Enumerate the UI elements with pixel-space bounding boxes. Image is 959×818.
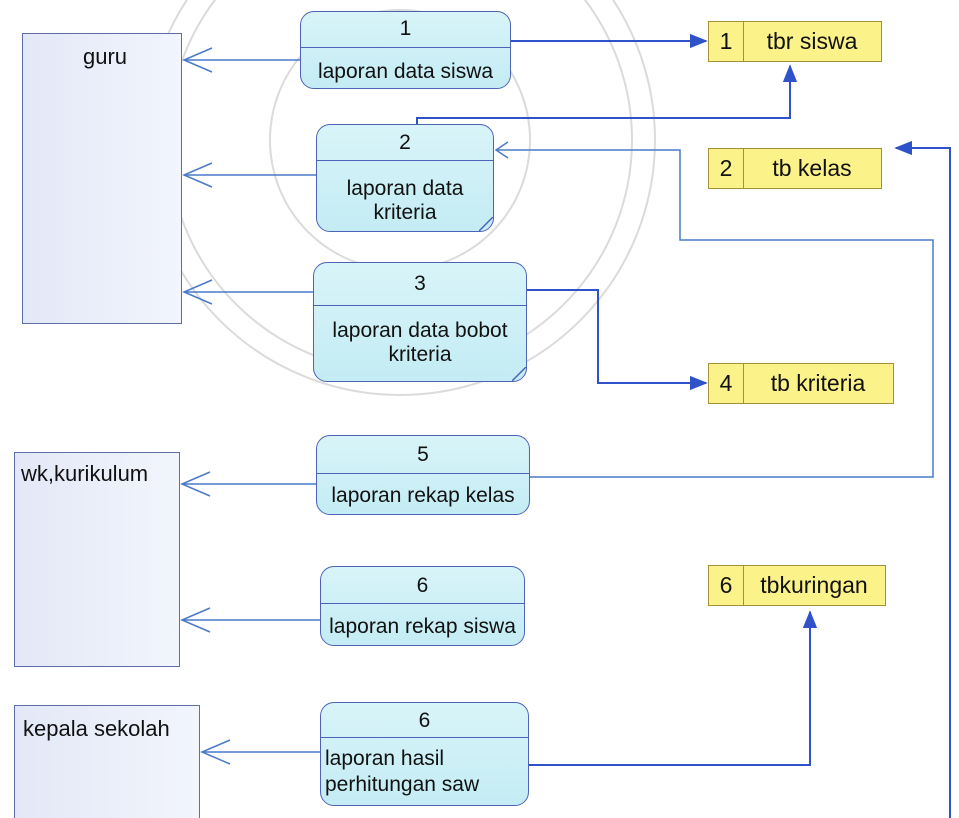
datastore-tb-kriteria[interactable]: 4 tb kriteria <box>708 363 894 404</box>
datastore-tb-kelas-number: 2 <box>709 149 744 188</box>
process-2-text-line-2: kriteria <box>373 201 437 224</box>
datastore-tbkuringan-name: tbkuringan <box>760 572 868 598</box>
flow-p3-to-guru-arrowhead <box>182 279 213 305</box>
datastore-tb-kelas-name: tb kelas <box>772 155 852 181</box>
flow-p6-to-tbkuringan <box>529 610 818 766</box>
process-6-rekap-siswa-text-line-1: laporan rekap siswa <box>329 615 516 638</box>
datastore-tbkuringan-number: 6 <box>709 566 744 605</box>
process-2-number: 2 <box>317 125 493 161</box>
flow-right-to-tb-kelas <box>894 140 951 818</box>
datastore-tb-kriteria-name: tb kriteria <box>770 370 866 396</box>
process-3-number: 3 <box>314 263 526 306</box>
process-5-text-line-1: laporan rekap kelas <box>331 484 515 507</box>
process-6-rekap-siswa-number: 6 <box>321 567 524 604</box>
process-5[interactable]: 5 laporan rekap kelas <box>316 435 530 515</box>
datastore-tbr-siswa-number: 1 <box>709 22 744 61</box>
process-2[interactable]: 2 laporan data kriteria <box>316 124 494 232</box>
entity-kepala-sekolah[interactable]: kepala sekolah <box>14 705 200 818</box>
process-6-hasil-saw-text-line-2: perhitungan saw <box>325 773 480 796</box>
process-3-text-line-2: kriteria <box>388 343 452 366</box>
datastore-tb-kelas[interactable]: 2 tb kelas <box>708 148 882 189</box>
flow-p2-to-guru-arrowhead <box>182 162 213 188</box>
flow-p6-to-wk-arrowhead <box>180 607 211 633</box>
entity-kepala-sekolah-label: kepala sekolah <box>23 716 170 741</box>
flow-p5-to-p2 <box>496 149 934 478</box>
datastore-tbkuringan[interactable]: 6 tbkuringan <box>708 565 886 606</box>
process-1[interactable]: 1 laporan data siswa <box>300 11 511 89</box>
entity-guru-label: guru <box>83 44 128 69</box>
flow-p5-to-p2-arrowhead <box>494 141 509 159</box>
flow-p3-to-tb-kriteria <box>527 289 708 391</box>
process-5-number: 5 <box>317 436 529 474</box>
process-6-hasil-saw[interactable]: 6 laporan hasil perhitungan saw <box>320 702 529 806</box>
process-6-hasil-saw-text-line-1: laporan hasil <box>325 747 445 770</box>
process-1-number: 1 <box>301 12 510 48</box>
entity-wk-kurikulum-label: wk,kurikulum <box>21 461 149 486</box>
process-3-corner-mark <box>512 367 526 381</box>
process-3-text-line-1: laporan data bobot <box>332 319 508 342</box>
flow-p1-to-guru-arrowhead <box>182 47 213 73</box>
flow-p6-to-kepala-arrowhead <box>200 739 231 765</box>
flow-p5-to-wk-arrowhead <box>180 471 211 497</box>
datastore-tbr-siswa-name: tbr siswa <box>766 28 858 54</box>
process-2-corner-mark <box>479 217 493 231</box>
process-1-text-line-1: laporan data siswa <box>317 60 494 83</box>
datastore-tbr-siswa[interactable]: 1 tbr siswa <box>708 21 882 62</box>
process-3[interactable]: 3 laporan data bobot kriteria <box>313 262 527 382</box>
process-6-hasil-saw-number: 6 <box>321 703 528 738</box>
entity-wk-kurikulum[interactable]: wk,kurikulum <box>14 452 180 667</box>
entity-guru[interactable]: guru <box>22 33 182 324</box>
process-6-rekap-siswa[interactable]: 6 laporan rekap siswa <box>320 566 525 646</box>
datastore-tb-kriteria-number: 4 <box>709 364 744 403</box>
process-2-text-line-1: laporan data <box>346 177 464 200</box>
